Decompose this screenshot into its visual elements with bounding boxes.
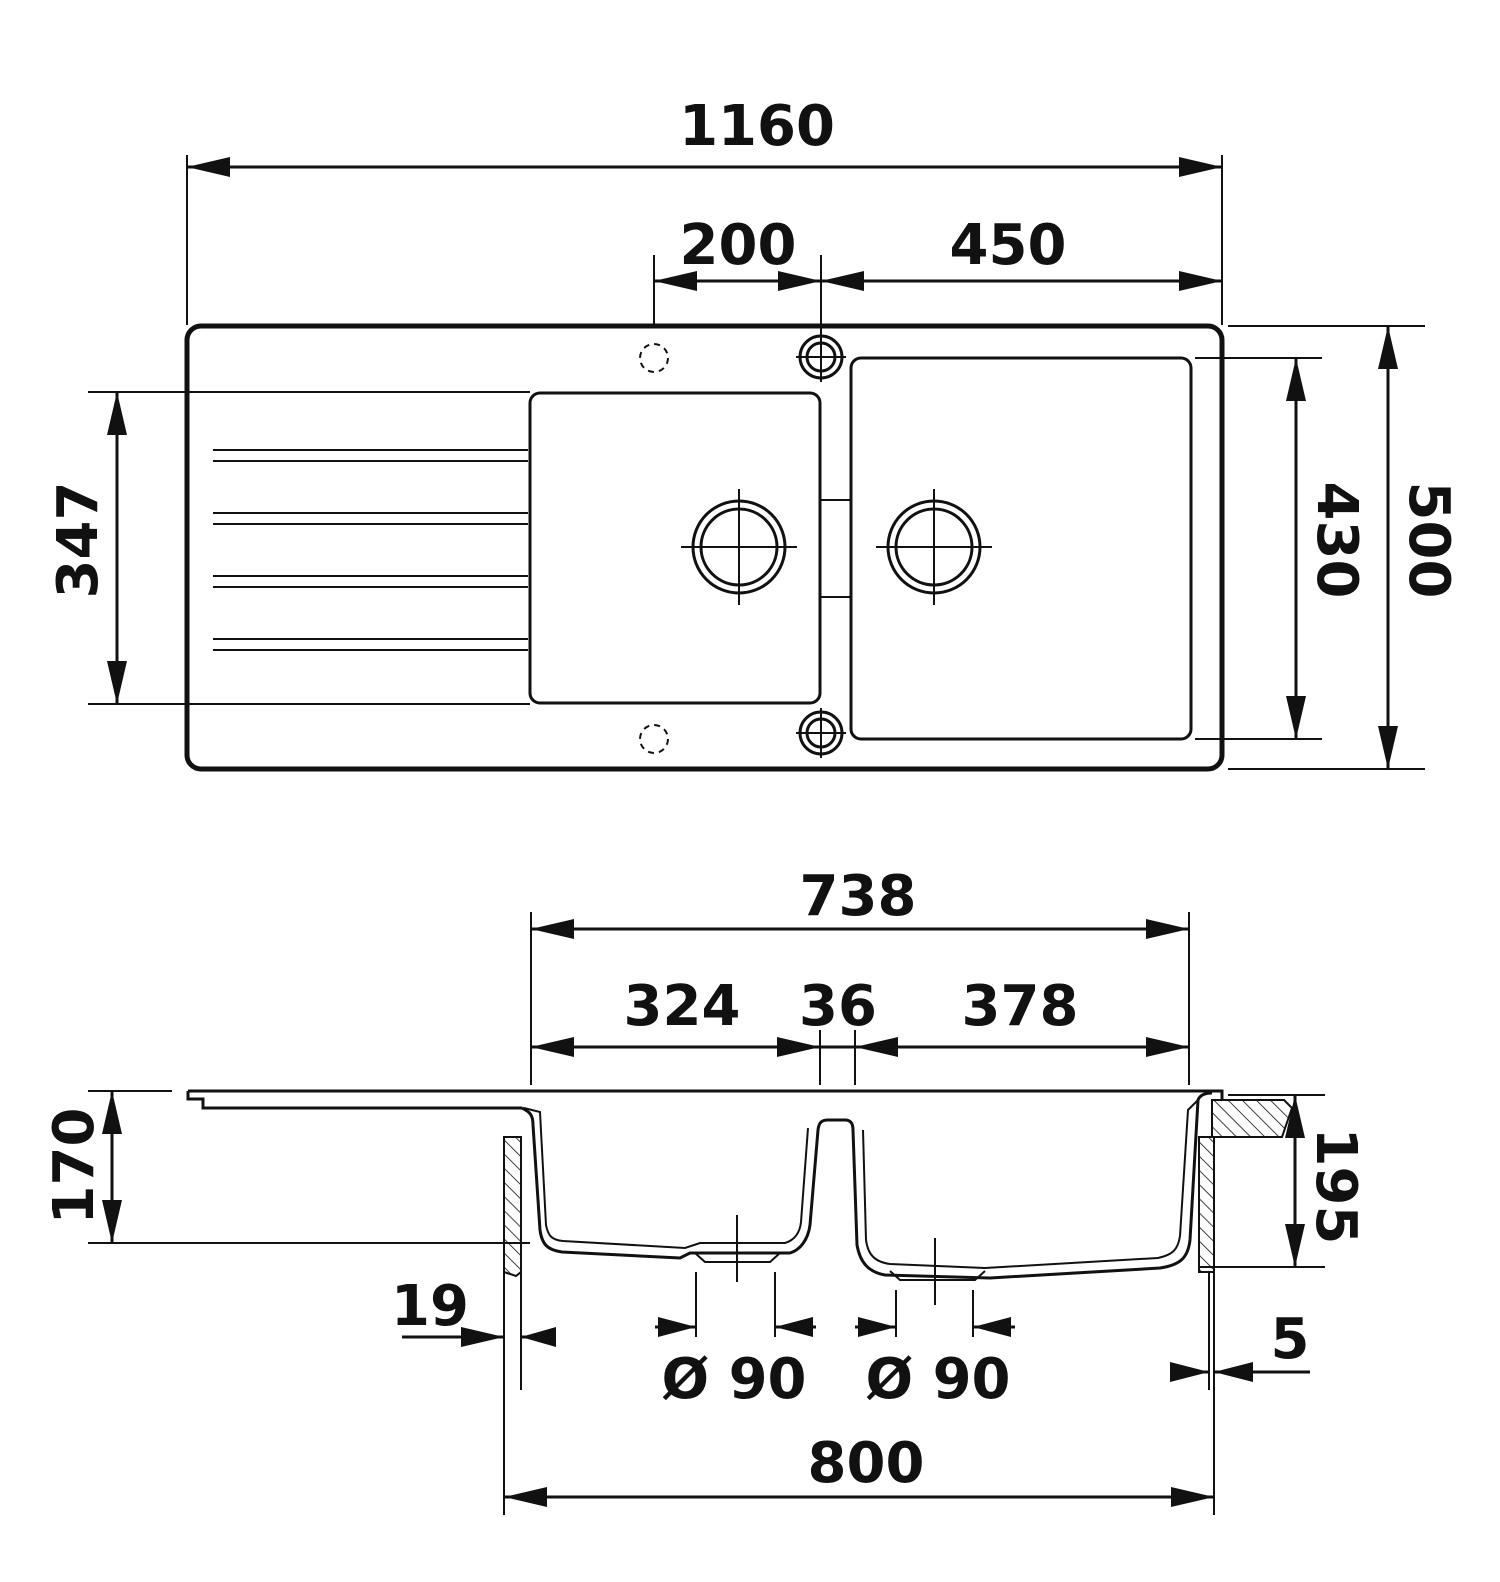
label-bowls-total: 738: [800, 864, 917, 929]
dimension-tap-hole-offset: 200: [653, 213, 822, 345]
dimension-waste-diameter-right: Ø 90: [855, 1238, 1015, 1412]
sink-cross-section: [186, 1089, 1224, 1281]
dimension-small-bowl-depth: 170: [42, 1090, 530, 1244]
label-tap-hole-offset: 200: [680, 213, 797, 278]
label-drainer-depth: 347: [46, 482, 111, 599]
label-bowl-depth: 430: [1304, 482, 1369, 599]
label-overall-width: 500: [1396, 482, 1461, 599]
tap-hole-top-icon: [796, 332, 846, 382]
small-bowl-outline: [528, 391, 822, 705]
main-bowl-waste-icon: [876, 489, 992, 605]
dimension-bowl-breakdown: 324 36 378: [531, 974, 1189, 1085]
dimension-bowl-depth: 430: [1195, 357, 1369, 740]
optional-tap-hole-bottom-icon: [639, 724, 669, 754]
dimension-drainer-depth: 347: [46, 391, 200, 705]
main-bowl-outline: [849, 356, 1193, 741]
worktop-section: [1211, 1099, 1294, 1138]
dimension-overall-width: 500: [1228, 325, 1461, 770]
section-view: 738 324 36 378: [42, 864, 1368, 1515]
label-wall-thickness-left: 19: [391, 1274, 469, 1339]
dimension-main-bowl-depth: 195: [1200, 1094, 1368, 1268]
label-main-bowl-width: 450: [950, 213, 1067, 278]
dimension-waste-diameter-left: Ø 90: [655, 1215, 816, 1412]
dimension-wall-thickness-right: 5: [1170, 1272, 1310, 1515]
cabinet-wall-right: [1198, 1136, 1215, 1273]
sink-outline: [184, 323, 1225, 772]
dimension-bowls-total: 738: [530, 864, 1190, 1085]
label-small-bowl: 324: [624, 974, 741, 1039]
tap-hole-bottom-icon: [796, 708, 846, 758]
plan-view: 1160 200 450: [46, 94, 1461, 772]
label-cabinet-width: 800: [808, 1431, 925, 1496]
dimension-main-bowl-width: 450: [821, 213, 1223, 325]
dimension-wall-thickness-left: 19: [391, 1272, 556, 1515]
label-waste-diameter-right: Ø 90: [865, 1347, 1010, 1412]
label-waste-diameter-left: Ø 90: [661, 1347, 806, 1412]
label-overall-length: 1160: [679, 94, 835, 159]
dimension-cabinet-width: 800: [504, 1431, 1214, 1507]
label-main-bowl-depth: 195: [1303, 1128, 1368, 1245]
small-bowl-waste-icon: [681, 489, 797, 605]
label-wall-thickness-right: 5: [1271, 1307, 1310, 1372]
label-small-bowl-depth: 170: [42, 1108, 107, 1225]
cabinet-wall-left: [503, 1136, 522, 1278]
optional-tap-hole-top-icon: [639, 343, 669, 373]
dimension-overall-length: 1160: [186, 94, 1223, 325]
label-divider: 36: [799, 974, 877, 1039]
drainer-grooves: [200, 391, 530, 705]
label-main-bowl: 378: [962, 974, 1079, 1039]
